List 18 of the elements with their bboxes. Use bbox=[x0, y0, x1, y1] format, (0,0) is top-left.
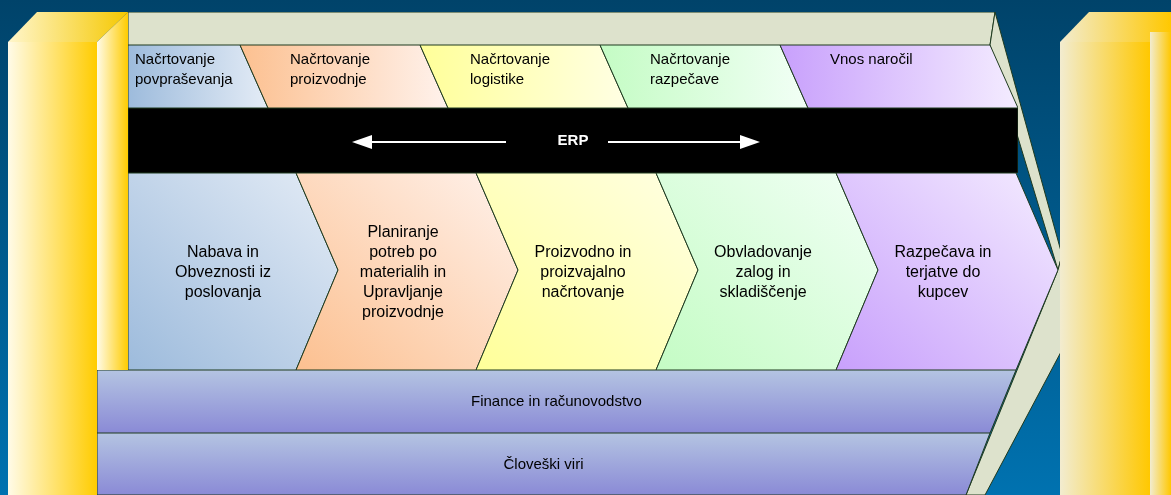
function-bar bbox=[97, 433, 990, 495]
process-label: Finance in računovodstvo bbox=[471, 391, 642, 412]
process-label: Načrtovanje povpraševanja bbox=[135, 50, 233, 87]
process-label: Razpečava in terjatve do kupcev bbox=[893, 241, 993, 302]
process-step-panel bbox=[656, 173, 878, 370]
process-step-panel bbox=[476, 173, 698, 370]
process-label: Obvladovanje zalog in skladiščenje bbox=[713, 241, 813, 302]
process-label: Človeški viri bbox=[503, 453, 584, 474]
process-label: Načrtovanje logistike bbox=[470, 50, 551, 87]
process-step-panel bbox=[296, 173, 518, 370]
process-step-panel bbox=[836, 173, 1058, 370]
process-label: Načrtovanje proizvodnje bbox=[290, 50, 371, 87]
process-label: Planiranje potreb po materialih in Upravljanje proizvodnje bbox=[358, 221, 448, 322]
function-bar bbox=[97, 370, 1016, 433]
process-label: Proizvodno in proizvajalno načrtovanje bbox=[533, 241, 633, 302]
process-label: Vnos naročil bbox=[830, 50, 913, 67]
system-label: ERP bbox=[557, 130, 589, 151]
process-label: Načrtovanje razpečave bbox=[650, 50, 731, 87]
